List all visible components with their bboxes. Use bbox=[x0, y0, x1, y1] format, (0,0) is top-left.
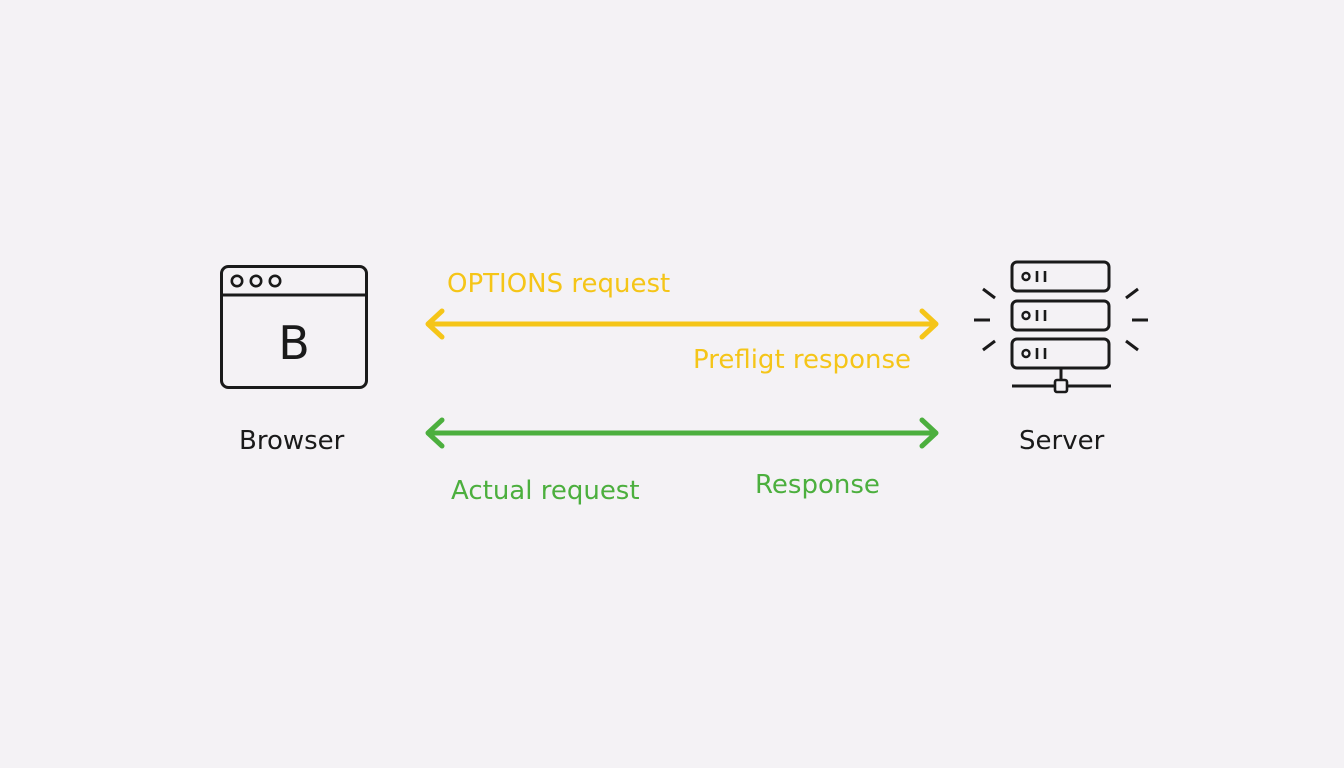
server-rack-icon bbox=[974, 260, 1148, 394]
actual-request-label: Actual request bbox=[451, 476, 640, 506]
browser-window-icon: B bbox=[220, 265, 368, 389]
server-label: Server bbox=[1019, 426, 1105, 456]
browser-icon-letter: B bbox=[278, 316, 310, 370]
actual-double-arrow bbox=[425, 417, 939, 449]
options-request-label: OPTIONS request bbox=[447, 269, 671, 299]
preflight-double-arrow bbox=[425, 308, 939, 340]
response-label: Response bbox=[755, 470, 880, 500]
preflight-response-label: Prefligt response bbox=[693, 345, 911, 375]
browser-label: Browser bbox=[239, 426, 345, 456]
